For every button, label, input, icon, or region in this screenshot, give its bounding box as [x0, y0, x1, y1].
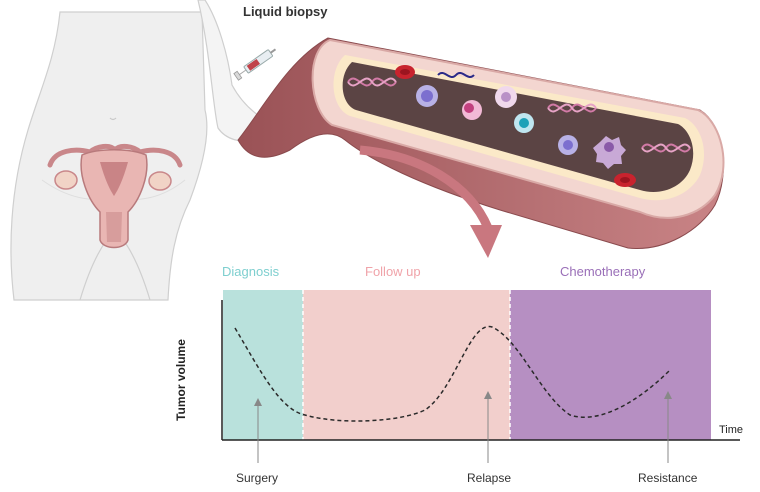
tumor-volume-curve — [234, 326, 671, 422]
resistance-label: Resistance — [638, 471, 698, 485]
down-arrow-icon — [359, 145, 502, 258]
chemotherapy-label: Chemotherapy — [560, 264, 646, 279]
white-blood-cell-icon — [416, 85, 578, 155]
x-axis-label: Time — [719, 424, 744, 436]
liquid-biopsy-label: Liquid biopsy — [243, 4, 328, 19]
cfdna-strand-icon — [437, 72, 475, 78]
relapse-label: Relapse — [467, 471, 512, 485]
y-axis-label: Tumor volume — [174, 339, 188, 421]
follow-up-panel — [303, 290, 510, 440]
diagnosis-label: Diagnosis — [222, 264, 280, 279]
blood-vessel — [237, 37, 725, 249]
diagnosis-panel — [223, 290, 303, 440]
red-blood-cell-icon — [395, 65, 636, 187]
syringe-icon — [233, 48, 277, 81]
uterus-illustration — [47, 143, 183, 249]
follow-up-label: Follow up — [365, 264, 421, 279]
chemotherapy-panel — [510, 290, 711, 440]
surgery-label: Surgery — [236, 471, 279, 485]
tumor-cell-icon — [593, 136, 626, 169]
dna-fragment-icon — [347, 77, 691, 153]
